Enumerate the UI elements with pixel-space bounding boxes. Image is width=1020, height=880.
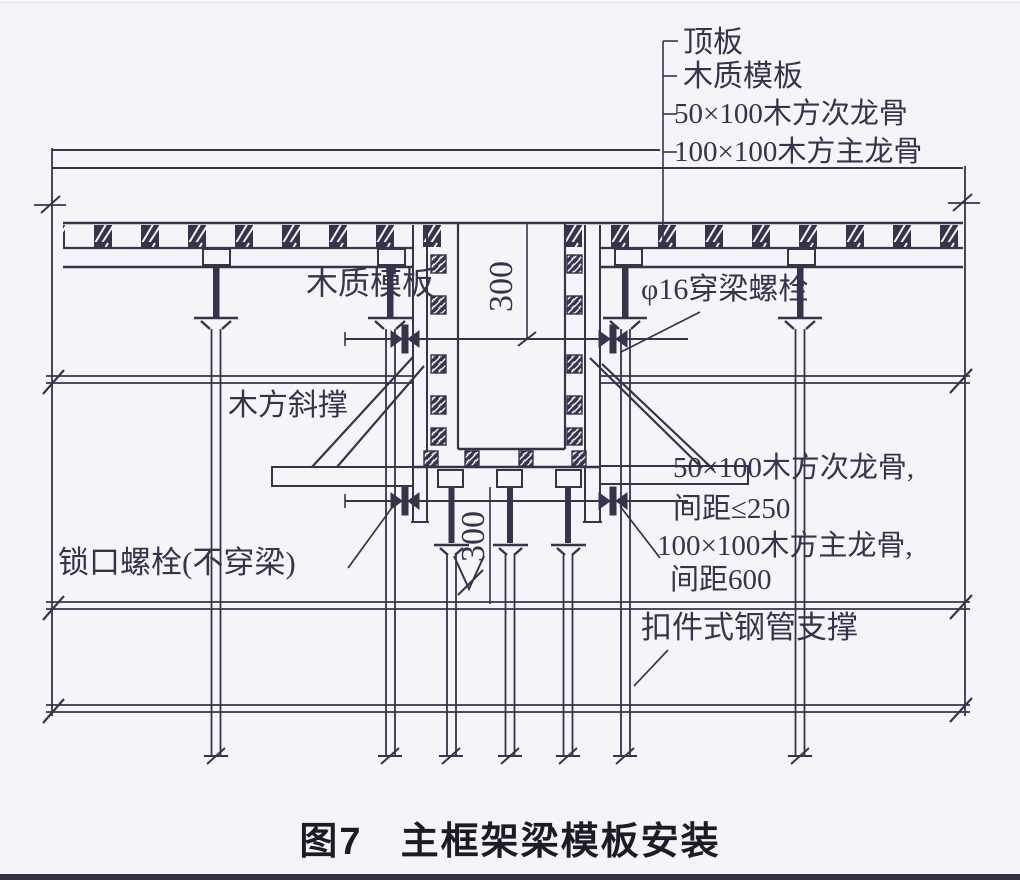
beam-formwork <box>411 222 602 523</box>
timber-diagonal-braces <box>311 356 715 471</box>
ledger-end-arrows <box>42 368 973 724</box>
scan-bottom-edge <box>0 874 1020 880</box>
callout-main-joist: 100×100木方主龙骨, <box>657 530 913 562</box>
callout-secondary-joist-spacing: 间距≤250 <box>673 493 791 525</box>
main-joist-sections <box>202 248 816 266</box>
scaffold-ledgers <box>42 368 973 724</box>
callout-main-joist-spacing: 间距600 <box>670 564 772 596</box>
dimension-text-beam-depth: 300 <box>483 261 520 312</box>
callout-pipe-support: 扣件式钢管支撑 <box>641 610 858 645</box>
callout-secondary-joist-top: 50×100木方次龙骨 <box>674 98 908 130</box>
callout-lock-bolt: 锁口螺栓(不穿梁) <box>58 545 296 580</box>
callout-beam-bolt: φ16穿梁螺栓 <box>641 273 809 306</box>
scan-top-edge <box>0 2 1020 3</box>
figure-title: 主框架梁模板安装 <box>400 821 721 863</box>
callout-main-joist-top: 100×100木方主龙骨 <box>674 136 923 168</box>
post-foot-ticks <box>204 747 812 765</box>
beam-side-blocking <box>423 254 587 467</box>
callout-wood-formwork-top: 木质模板 <box>683 60 803 93</box>
bracket-leader <box>662 40 678 247</box>
dimension-text-beam-bottom: 300 <box>455 511 492 562</box>
label-leaders <box>347 311 701 687</box>
callout-wood-formwork-mid: 木质模板 <box>306 265 435 301</box>
boundary-lines <box>34 148 980 716</box>
callout-top-slab: 顶板 <box>683 26 743 59</box>
callout-secondary-joist: 50×100木方次龙骨, <box>673 452 915 484</box>
callout-diagonal-brace: 木方斜撑 <box>228 389 348 422</box>
dimension-beam-depth <box>517 223 537 347</box>
dimension-beam-bottom <box>453 487 491 604</box>
figure-caption: 图7 主框架梁模板安装 <box>0 810 1020 865</box>
steel-pipe-posts <box>194 266 822 765</box>
figure-number: 图7 <box>299 821 363 863</box>
top-slab-lines <box>52 149 963 269</box>
beam-bottom-joists <box>271 465 749 488</box>
